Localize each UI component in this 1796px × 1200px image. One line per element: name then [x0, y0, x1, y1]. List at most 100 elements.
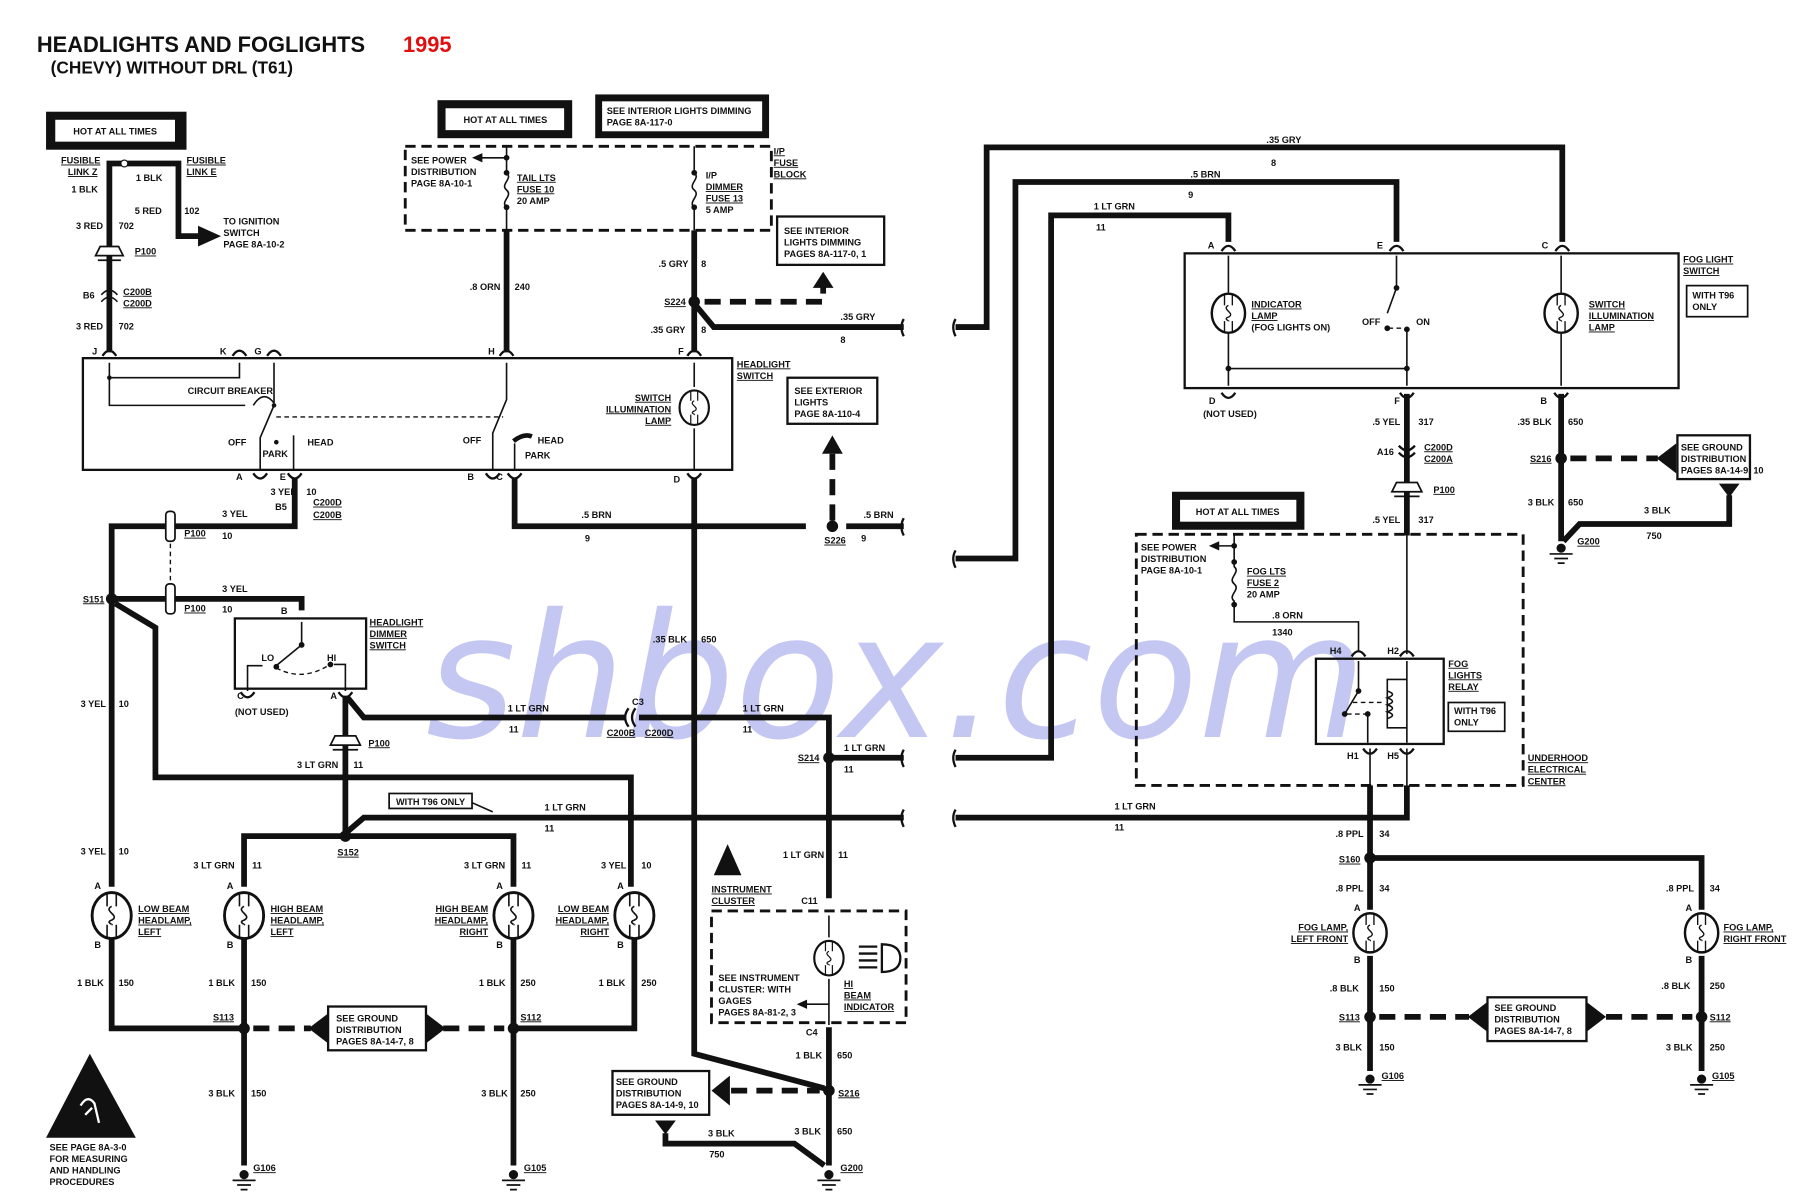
wire-label: .5 BRN [863, 510, 894, 520]
circuit-number: 11 [838, 850, 848, 860]
dimmer-lo-label: LO [261, 653, 274, 663]
circuit-number: 10 [222, 605, 232, 615]
circuit-number: 11 [1114, 822, 1124, 832]
with-t96-only-box [1685, 284, 1749, 318]
p100-connector-icon [94, 245, 125, 262]
wire-label: 3 LT GRN [464, 860, 506, 870]
p100-connector-icon [164, 583, 176, 615]
wire-yel-10-right [113, 600, 634, 887]
interior-dimming-ref-box-top: SEE INTERIOR LIGHTS DIMMING PAGE 8A-117-… [595, 94, 770, 139]
ground-wires-headlamps [108, 938, 638, 1166]
fusible-link-z-label: LINK Z [68, 167, 98, 177]
dimmer-switch-label: SWITCH [370, 640, 407, 650]
power-dist-ref: PAGE 8A-10-1 [411, 179, 472, 189]
splice-s112 [507, 1022, 520, 1035]
pin-label: D [1209, 396, 1216, 406]
ref-text: SEE GROUND [336, 1013, 398, 1023]
pin-label: A [94, 881, 101, 891]
wire-label: 3 BLK [708, 1129, 735, 1139]
ref-text: LIGHTS DIMMING [784, 237, 861, 247]
wire-label: .8 BLK [1661, 981, 1690, 991]
not-used-label: (NOT USED) [235, 707, 289, 717]
wire-blk-750 [662, 1133, 827, 1168]
pin-label: A [496, 881, 503, 891]
fusible-link-z-label: FUSIBLE [61, 156, 100, 166]
connector-label: C200B [123, 287, 152, 297]
pin-label: F [678, 347, 684, 357]
fog-switch-illumination-lamp-icon [1543, 292, 1580, 335]
fog-switch-internals [1227, 255, 1562, 386]
pin-label: B [94, 940, 101, 950]
circuit-number: 8 [1271, 158, 1276, 168]
circuit-number: 250 [641, 978, 656, 988]
wire-label: .35 BLK [1517, 417, 1552, 427]
diagram-title: HEADLIGHTS AND FOGLIGHTS [37, 32, 365, 57]
fog-illumination-label: ILLUMINATION [1589, 311, 1655, 321]
splice-s224 [688, 295, 700, 308]
ignition-ref: SWITCH [223, 228, 260, 238]
relay-label: RELAY [1448, 682, 1478, 692]
with-t96-only: WITH T96 [1454, 706, 1496, 716]
connector-label: C200B [313, 510, 342, 520]
wire-label: .8 PPL [1335, 829, 1364, 839]
circuit-number: 9 [585, 533, 590, 543]
ground-g105-icon [501, 1169, 526, 1191]
circuit-number: 10 [119, 847, 129, 857]
circuit-number: 9 [861, 533, 866, 543]
pin-label: G [254, 347, 261, 357]
fog-lamp-right-label: FOG LAMP, [1723, 923, 1773, 933]
pin-label: A [227, 881, 234, 891]
p100-connector-icon [1390, 481, 1424, 498]
circuit-number: 650 [1568, 498, 1583, 508]
splice-s112-right [1695, 1011, 1708, 1023]
fog-light-switch-label: FOG LIGHT [1683, 255, 1733, 265]
ground-dist-ref-box [611, 1069, 711, 1116]
high-beam-left-lamp-icon [223, 891, 266, 941]
pin-label: C11 [801, 896, 817, 906]
pin-label: A [1208, 241, 1215, 251]
circuit-number: 8 [840, 335, 845, 345]
with-t96-only-box [1447, 701, 1506, 733]
underhood-label: UNDERHOOD [1528, 753, 1589, 763]
circuit-number: 240 [515, 282, 530, 292]
with-t96-only: ONLY [1454, 718, 1479, 728]
svg-text:SEE INTERIOR LIGHTS DIMMING: SEE INTERIOR LIGHTS DIMMING [607, 106, 752, 116]
with-t96-only: ONLY [1692, 302, 1717, 312]
svg-text:RIGHT: RIGHT [580, 927, 609, 937]
wire-label: 3 RED [76, 321, 103, 331]
hi-beam-indicator-label: INDICATOR [844, 1002, 895, 1012]
splice-s160 [1364, 852, 1376, 864]
pin-label: B [1540, 396, 1547, 406]
circuit-number: 750 [1646, 531, 1661, 541]
circuit-number: 250 [520, 1088, 535, 1098]
ignition-ref: PAGE 8A-10-2 [223, 240, 284, 250]
low-beam-left-lamp-icon [90, 891, 133, 941]
ref-text: PAGES 8A-14-7, 8 [1494, 1026, 1572, 1036]
splice-s216 [823, 1084, 835, 1097]
hi-beam-indicator-lamp-icon [813, 939, 845, 977]
pin-label: A16 [1377, 447, 1394, 457]
pin-label: B [496, 940, 503, 950]
fog-lamp-left-label: FOG LAMP, [1298, 923, 1348, 933]
fog-illumination-label: LAMP [1589, 323, 1615, 333]
fusible-link-wire [106, 160, 202, 353]
wire-label: .5 BRN [1190, 169, 1221, 179]
indicator-lamp-label: INDICATOR [1251, 299, 1302, 309]
wire-gry-8-out [694, 304, 904, 330]
ignition-ref: TO IGNITION [223, 217, 279, 227]
fusible-link-e-label: FUSIBLE [187, 156, 226, 166]
splice-label: S112 [1710, 1012, 1731, 1022]
pin-label: C3 [632, 697, 644, 707]
fuse-block-label: BLOCK [774, 169, 807, 179]
ref-text: PAGES 8A-81-2, 3 [718, 1008, 796, 1018]
splice-label: S214 [798, 753, 820, 763]
wire-ltgrn-11-right [955, 212, 1232, 761]
splice-label: S151 [83, 594, 104, 604]
instrument-cluster-label: INSTRUMENT [711, 885, 772, 895]
wire-label: 3 LT GRN [297, 760, 339, 770]
svg-text:HEADLAMP,: HEADLAMP, [435, 916, 489, 926]
fog-fuse-label: 20 AMP [1247, 590, 1280, 600]
circuit-number: 11 [509, 724, 519, 734]
